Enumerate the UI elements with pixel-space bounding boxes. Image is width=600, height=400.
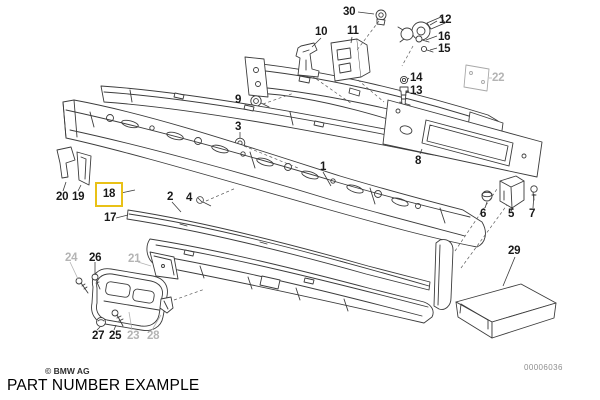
callout-2[interactable]: 2 [167,191,174,203]
callout-29[interactable]: 29 [508,245,521,257]
parts-box-art [455,283,557,339]
callout-15[interactable]: 15 [438,43,451,55]
valance-art [146,238,454,324]
fastener-art [234,9,446,149]
bumper-shell-art [62,99,486,248]
license-bracket-art [463,64,490,92]
callout-4[interactable]: 4 [186,192,193,204]
plate-base-art [75,251,179,331]
callout-27[interactable]: 27 [92,330,105,342]
callout-19[interactable]: 19 [72,191,85,203]
callout-18-highlight-box[interactable]: 18 [95,182,123,207]
callout-5[interactable]: 5 [508,208,515,220]
assembly-dash-lines [173,20,508,301]
gray-leader-lines [69,77,492,331]
callout-6[interactable]: 6 [480,208,487,220]
callout-7[interactable]: 7 [529,208,536,220]
callout-21[interactable]: 21 [128,253,141,265]
callout-8[interactable]: 8 [415,155,422,167]
callout-22[interactable]: 22 [492,72,505,84]
callout-9[interactable]: 9 [235,94,242,106]
leader-lines [62,11,535,331]
callout-16[interactable]: 16 [438,31,451,43]
callout-1[interactable]: 1 [320,161,327,173]
callout-20[interactable]: 20 [56,191,69,203]
callout-13[interactable]: 13 [410,85,423,97]
callout-10[interactable]: 10 [315,26,328,38]
copyright-notice: © BMW AG [45,366,90,376]
callout-30[interactable]: 30 [343,6,356,18]
callout-28[interactable]: 28 [147,330,160,342]
callout-23[interactable]: 23 [127,330,140,342]
callout-11[interactable]: 11 [347,25,359,37]
callout-24[interactable]: 24 [65,252,78,264]
diagram-artwork [56,9,557,339]
caption-part-number-example: PART NUMBER EXAMPLE [7,377,200,394]
bracket-art [295,38,371,82]
callout-25[interactable]: 25 [109,330,122,342]
corner-flap-art [56,146,92,186]
callout-3[interactable]: 3 [235,121,242,133]
rub-strip-art [126,209,431,291]
callout-26[interactable]: 26 [89,252,102,264]
side-bracket-art [481,175,538,209]
callout-12[interactable]: 12 [439,14,452,26]
callout-18[interactable]: 18 [102,187,116,200]
center-shell-art [100,85,543,178]
callout-17[interactable]: 17 [104,212,117,224]
document-number: 00006036 [524,363,563,372]
callout-14[interactable]: 14 [410,72,423,84]
